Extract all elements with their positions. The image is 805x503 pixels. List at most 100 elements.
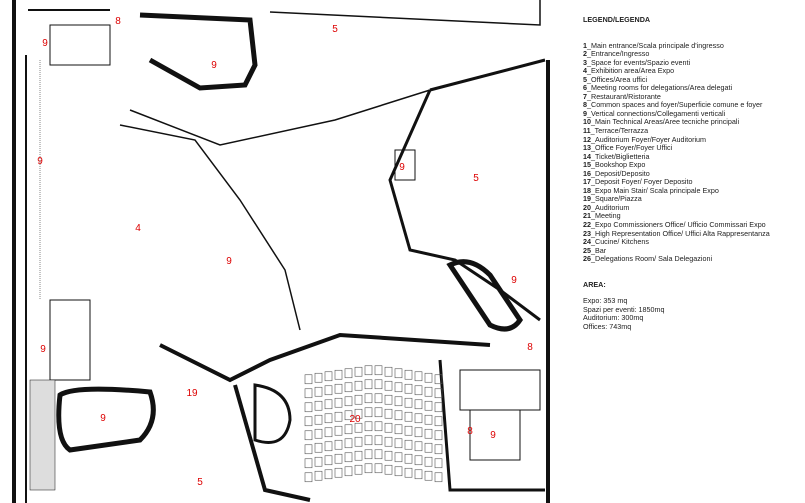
seat-block [324,413,333,424]
seat-block [424,386,433,397]
legend-item-label: _Terrace/Terrazza [590,126,649,136]
legend-item-number: 26 [583,254,591,264]
seat-block [414,399,423,410]
seat-block [354,408,363,419]
seat-block [374,379,383,390]
room-label: 9 [42,38,48,49]
seat-block [324,385,333,396]
legend-item-number: 23 [583,228,591,238]
seat-block [414,371,423,382]
seat-block [364,379,373,390]
room-label: 4 [135,223,141,234]
legend-item: 12_Auditorium Foyer/Foyer Auditorium [583,134,770,145]
seat-block [394,452,403,463]
legend-item-number: 19 [583,194,591,204]
seat-block [324,399,333,410]
auditorium-seating [304,365,443,483]
legend-item: 21_Meeting [583,212,770,221]
legend-item-number: 13 [583,143,591,153]
seat-block [384,450,393,461]
room-label: 9 [399,162,405,173]
seat-block [354,366,363,377]
seat-block [334,411,343,422]
seat-block [344,466,353,477]
legend-item-label: _Expo Commissioners Office/ Ufficio Comm… [591,220,766,230]
legend-item: 6_Meeting rooms for delegations/Area del… [583,84,770,93]
seat-block [384,436,393,447]
seat-block [314,372,323,383]
room-label: 8 [527,342,533,353]
seat-block [414,455,423,466]
room-label: 9 [37,156,43,167]
seat-block [374,407,383,418]
seat-block [354,464,363,475]
seat-block [304,458,313,469]
legend-item-number: 3 [583,57,587,67]
legend-item-label: _Ticket/Biglietteria [591,151,650,161]
walls [12,0,550,503]
seat-block [304,374,313,385]
area-title: AREA: [583,279,606,289]
seat-block [314,400,323,411]
seat-block [404,453,413,464]
seat-block [334,397,343,408]
legend-item: 3_Space for events/Spazio eventi [583,57,770,68]
seat-block [314,428,323,439]
legend-item-label: _Delegations Room/ Sala Delegazioni [591,254,713,264]
room-label: 5 [332,24,338,35]
legend-item-number: 2 [583,49,587,59]
legend-item-label: _Restaurant/Ristorante [587,91,661,101]
seat-block [394,368,403,379]
seat-block [384,380,393,391]
legend-item-label: _Meeting [591,211,621,221]
legend-item-label: _Deposit/Deposito [591,168,650,178]
seat-block [314,386,323,397]
legend-item-number: 11 [583,126,591,136]
legend-item-label: _Common spaces and foyer/Superficie comu… [587,100,763,110]
seat-block [304,402,313,413]
area-line: Auditorium: 300mq [583,313,644,323]
seat-block [334,467,343,478]
seat-block [414,413,423,424]
seat-block [434,430,443,441]
legend-item: 2_Entrance/Ingresso [583,49,770,59]
area-line: Offices: 743mq [583,321,632,331]
legend-item: 18_Expo Main Stair/ Scala principale Exp… [583,186,770,196]
legend-item-number: 14 [583,151,591,161]
seat-block [394,438,403,449]
room-label: 9 [226,256,232,267]
seat-block [434,402,443,413]
area-line: Expo: 353 mq [583,296,628,306]
seat-block [364,407,373,418]
legend-item-number: 1 [583,40,587,50]
seat-block [374,435,383,446]
seat-block [344,424,353,435]
legend-item-label: _Vertical connections/Collegamenti verti… [587,108,726,118]
legend: LEGEND/LEGENDA 1_Main entrance/Scala pri… [583,15,770,332]
seat-block [404,425,413,436]
seat-block [394,382,403,393]
seat-block [374,449,383,460]
legend-item-label: _Exhibition area/Area Expo [587,66,675,76]
seat-block [314,470,323,481]
legend-item: 16_Deposit/Deposito [583,168,770,179]
legend-item-number: 9 [583,108,587,118]
seat-block [394,410,403,421]
legend-item-number: 12 [583,134,591,144]
seat-block [364,463,373,474]
legend-items: 1_Main entrance/Scala principale d'ingre… [583,40,770,264]
seat-block [324,427,333,438]
room-label: 9 [40,344,46,355]
legend-item-label: _Entrance/Ingresso [587,49,650,59]
legend-item: 8_Common spaces and foyer/Superficie com… [583,101,770,110]
legend-item: 24_Cucine/ Kitchens [583,237,770,247]
seat-block [434,374,443,385]
seat-block [434,416,443,427]
room-label: 19 [186,388,198,399]
room-label: 8 [467,426,473,437]
legend-item: 26_Delegations Room/ Sala Delegazioni [583,254,770,264]
legend-item-number: 7 [583,91,587,101]
legend-item-number: 22 [583,220,591,230]
